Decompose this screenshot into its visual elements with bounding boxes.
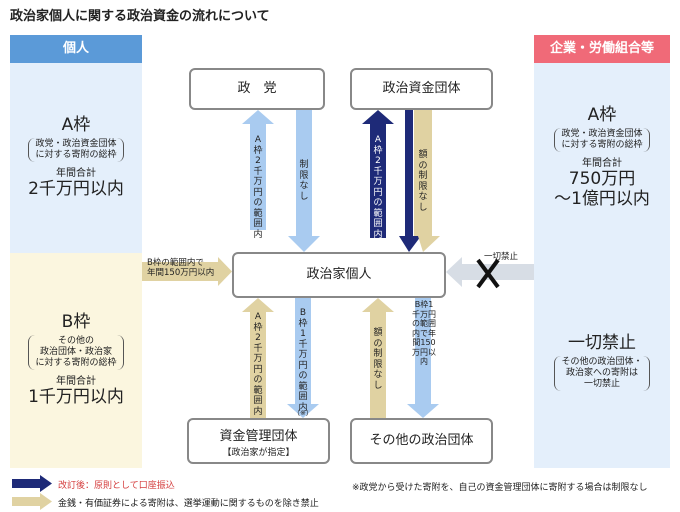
arrow-mgmt-up <box>242 298 274 418</box>
left-b-total-label: 年間合計 <box>56 376 96 387</box>
node-other-group-label: その他の政治団体 <box>369 433 474 448</box>
label-mgmt-note: （※） <box>293 409 313 417</box>
legend-arrow-tan <box>12 493 52 510</box>
right-b-note: その他の政治団体・ 政治家への寄附は 一切禁止 <box>554 356 650 391</box>
left-header: 個人 <box>10 35 142 63</box>
arrow-mgmt-down <box>287 298 319 418</box>
arrow-b-left <box>142 257 232 286</box>
right-panel-a: A枠 政党・政治資金団体 に対する寄附の総枠 年間合計 750万円 〜1億円以内 <box>534 105 670 209</box>
right-a-note-line: に対する寄附の総枠 <box>561 140 643 150</box>
left-b-note-line: 政治団体・政治家 <box>39 347 112 357</box>
right-a-note: 政党・政治資金団体 に対する寄附の総枠 <box>554 128 650 152</box>
left-a-note-line: 政党・政治資金団体 <box>35 139 117 149</box>
left-a-total-value: 2千万円以内 <box>28 179 124 199</box>
left-b-name: B枠 <box>61 312 91 332</box>
arrow-a-to-party <box>242 110 274 230</box>
label-other-up: 額の制限なし <box>373 328 383 391</box>
arrow-party-down <box>288 110 320 252</box>
node-party: 政 党 <box>189 68 325 110</box>
arrow-other-down <box>407 298 439 418</box>
label-mgmt-up: A枠2千万円の範囲内 <box>253 312 263 417</box>
right-panel-b: 一切禁止 その他の政治団体・ 政治家への寄附は 一切禁止 <box>534 333 670 394</box>
arrow-fund-down-tan <box>414 110 440 252</box>
left-a-note-line: に対する寄附の総枠 <box>35 150 117 160</box>
left-panel-b: B枠 その他の 政治団体・政治家 に対する寄附の総枠 年間合計 1千万円以内 <box>10 312 142 407</box>
right-a-total-label: 年間合計 <box>582 158 622 169</box>
label-b-left-line-2: 年間150万円以内 <box>147 268 215 278</box>
right-b-name: 一切禁止 <box>568 333 636 353</box>
node-management-label: 資金管理団体 <box>219 429 298 444</box>
left-b-total-value: 1千万円以内 <box>28 387 124 407</box>
diagram-title: 政治家個人に関する政治資金の流れについて <box>10 9 270 24</box>
node-management-sub: 【政治家が指定】 <box>222 448 295 458</box>
right-a-total-value-1: 750万円 <box>568 169 636 189</box>
right-a-name: A枠 <box>587 105 617 125</box>
arrow-a-to-fund <box>362 110 394 238</box>
right-a-total-value-2: 〜1億円以内 <box>554 189 650 209</box>
right-b-note-line: その他の政治団体・ <box>561 357 643 367</box>
left-a-name: A枠 <box>61 115 91 135</box>
node-party-label: 政 党 <box>237 81 277 96</box>
node-politician-label: 政治家個人 <box>306 267 372 282</box>
label-a-to-fund: A枠2千万円の範囲内 <box>373 135 383 240</box>
right-a-note-line: 政党・政治資金団体 <box>561 129 643 139</box>
label-other-down: B枠1千万円の範囲内で年間150万円以内 <box>412 300 436 366</box>
legend-tan-text: 金銭・有価証券による寄附は、選挙運動に関するものを除き禁止 <box>58 499 319 509</box>
legend-navy-text: 改訂後：原則として口座振込 <box>58 481 175 491</box>
right-b-note-line: 政治家への寄附は <box>565 368 638 378</box>
label-b-left-line-1: B枠の範囲内で <box>147 258 204 268</box>
left-a-total-label: 年間合計 <box>56 168 96 179</box>
label-party-down: 制限なし <box>299 160 309 202</box>
node-politician: 政治家個人 <box>232 252 446 298</box>
node-other-group: その他の政治団体 <box>350 418 493 464</box>
legend-arrow-navy <box>12 475 52 492</box>
label-b-left: B枠の範囲内で 年間150万円以内 <box>147 258 214 278</box>
right-b-note-line: 一切禁止 <box>583 379 620 389</box>
left-panel-b-bg <box>10 253 142 468</box>
node-management: 資金管理団体 【政治家が指定】 <box>187 418 330 464</box>
right-header: 企業・労働組合等 <box>534 35 670 63</box>
ban-cross-2 <box>476 258 500 289</box>
arrow-fund-down-navy <box>399 110 421 252</box>
label-ban: 一切禁止 <box>484 252 519 262</box>
left-panel-a: A枠 政党・政治資金団体 に対する寄附の総枠 年間合計 2千万円以内 <box>10 115 142 199</box>
left-b-note-line: その他の <box>57 336 94 346</box>
footnote: ※政党から受けた寄附を、自己の資金管理団体に寄附する場合は制限なし <box>352 483 648 493</box>
left-b-note-line: に対する寄附の総枠 <box>35 358 117 368</box>
right-panel-a-bg <box>534 63 670 253</box>
node-fund-group: 政治資金団体 <box>350 68 493 110</box>
node-fund-group-label: 政治資金団体 <box>382 81 461 96</box>
left-b-note: その他の 政治団体・政治家 に対する寄附の総枠 <box>28 335 124 370</box>
label-mgmt-down: B枠1千万円の範囲内 <box>298 308 308 413</box>
left-a-note: 政党・政治資金団体 に対する寄附の総枠 <box>28 138 124 162</box>
arrow-other-up <box>362 298 394 418</box>
label-a-to-party: A枠2千万円の範囲内 <box>253 135 263 240</box>
label-fund-down: 額の制限なし <box>418 150 428 213</box>
